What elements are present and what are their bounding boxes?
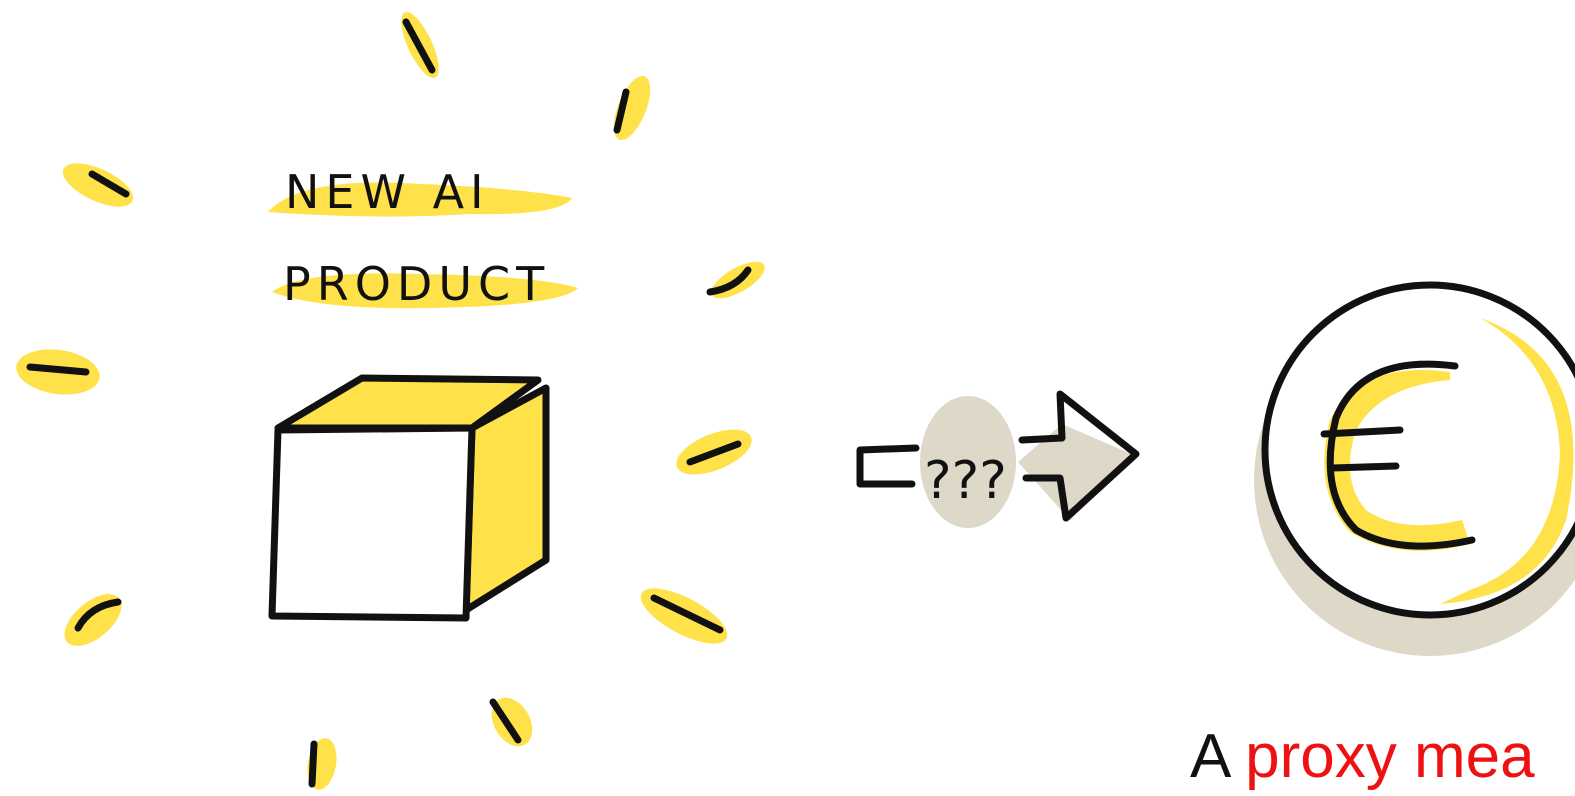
sparkle-icon xyxy=(57,154,139,215)
sparkle-icon xyxy=(304,736,341,792)
product-label-line1: NEW AI xyxy=(285,165,490,219)
caption-prefix: A xyxy=(1190,722,1228,791)
arrow-right-icon: ??? xyxy=(860,394,1136,528)
sparkle-icon xyxy=(670,420,758,483)
sparkle-icon xyxy=(706,255,770,306)
sparkle-icon xyxy=(606,71,657,145)
product-label: NEW AI PRODUCT xyxy=(268,165,578,311)
box-icon xyxy=(272,378,546,618)
sparkle-icon xyxy=(55,584,130,655)
caption: A proxy mea xyxy=(1190,718,1535,796)
sparkle-icon xyxy=(13,344,102,399)
sparkle-icon xyxy=(394,7,446,82)
caption-highlight: proxy mea xyxy=(1245,722,1534,791)
sparkle-icon xyxy=(633,578,735,655)
euro-coin-icon xyxy=(1254,285,1575,656)
sparkle-icon xyxy=(483,690,540,753)
arrow-label: ??? xyxy=(924,451,1007,511)
product-label-line2: PRODUCT xyxy=(283,257,550,311)
